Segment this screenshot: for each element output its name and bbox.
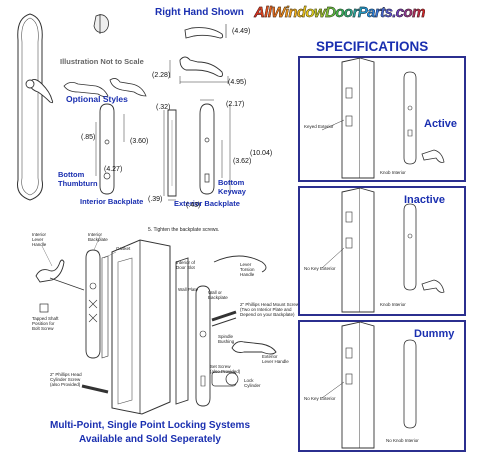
spec-panel-inactive: Inactive No Key Exterior Knob Interior bbox=[298, 186, 466, 316]
active-door-illustration bbox=[321, 57, 445, 179]
label-interior-lever: Interior Lever Handle bbox=[32, 232, 47, 247]
inactive-door-illustration bbox=[321, 187, 445, 313]
label-exterior-lever: Exterior Lever Handle bbox=[262, 354, 289, 364]
label-interior-backplate: Interior Backplate bbox=[88, 232, 108, 242]
dim-217: (2.17) bbox=[226, 101, 245, 108]
inactive-label-exterior: No Key Exterior bbox=[304, 266, 336, 271]
dim-1004: (10.04) bbox=[250, 150, 273, 157]
dim-495: (4.95) bbox=[228, 79, 247, 86]
exterior-backplate-label: Exterior Backplate bbox=[174, 199, 240, 208]
dim-362: (3.62) bbox=[233, 158, 252, 165]
footer-line-1: Multi-Point, Single Point Locking System… bbox=[49, 420, 250, 431]
label-gasket: Gasket bbox=[116, 246, 131, 251]
step-note: 5. Tighten the backplate screws. bbox=[148, 227, 220, 233]
active-label-interior: Knob Interior bbox=[380, 170, 406, 175]
specifications-title: SPECIFICATIONS bbox=[316, 39, 429, 54]
footer-line-2: Available and Sold Seperately bbox=[79, 434, 221, 445]
optional-styles-label: Optional Styles bbox=[66, 94, 128, 104]
dim-43: (.43) bbox=[186, 202, 201, 209]
active-label-exterior: Keyed Exterior bbox=[304, 124, 334, 129]
label-cylinder-screw: 2" Phillips Head Cylinder Screw (also Pr… bbox=[50, 372, 82, 387]
dim-85: (.85) bbox=[81, 134, 96, 141]
dim-427: (4.27) bbox=[104, 166, 123, 173]
label-lever-torsion: Lever Torsion Handle bbox=[240, 262, 255, 277]
label-tapped-insert: Tapped Shaft Position for Bolt Screw bbox=[32, 316, 59, 331]
bottom-keyway-label: Bottom Keyway bbox=[218, 178, 246, 196]
inactive-title: Inactive bbox=[404, 194, 445, 206]
label-interior-door-slot: Interior of Door Slot bbox=[176, 260, 196, 270]
dim-39: (.39) bbox=[148, 196, 163, 203]
dummy-title: Dummy bbox=[414, 328, 455, 340]
dummy-label-interior: No Knob Interior bbox=[386, 438, 419, 443]
spec-panel-active: Active Keyed Exterior Knob Interior bbox=[298, 56, 466, 182]
label-phillips-mount: 2" Phillips Head Mount Screws (Two on In… bbox=[240, 302, 302, 317]
right-hand-shown-label: Right Hand Shown bbox=[155, 7, 244, 18]
active-title: Active bbox=[424, 118, 458, 130]
brand-logo: AllWindowDoorParts.com bbox=[254, 4, 426, 21]
label-set-screw: Set Screw (also Provided) bbox=[210, 364, 241, 374]
dim-360: (3.60) bbox=[130, 138, 149, 145]
dim-228: (2.28) bbox=[152, 72, 171, 79]
dummy-label-exterior: No Key Exterior bbox=[304, 396, 336, 401]
bottom-thumbturn-label: Bottom Thumbturn bbox=[58, 170, 98, 188]
label-wall-or-backplate: Wall or Backplate bbox=[208, 290, 228, 300]
label-spindle: Spindle Bushing bbox=[218, 334, 235, 344]
label-cylinder: Lock Cylinder bbox=[244, 378, 261, 388]
interior-backplate-label: Interior Backplate bbox=[80, 197, 144, 206]
inactive-label-interior: Knob Interior bbox=[380, 302, 406, 307]
illustration-note: Illustration Not to Scale bbox=[60, 57, 144, 66]
spec-panel-dummy: Dummy No Key Exterior No Knob Interior bbox=[298, 320, 466, 452]
dim-449: (4.49) bbox=[232, 28, 251, 35]
dim-32: (.32) bbox=[156, 104, 171, 111]
dummy-door-illustration bbox=[321, 321, 417, 449]
label-wall-plate: Wall Plate bbox=[178, 287, 199, 292]
